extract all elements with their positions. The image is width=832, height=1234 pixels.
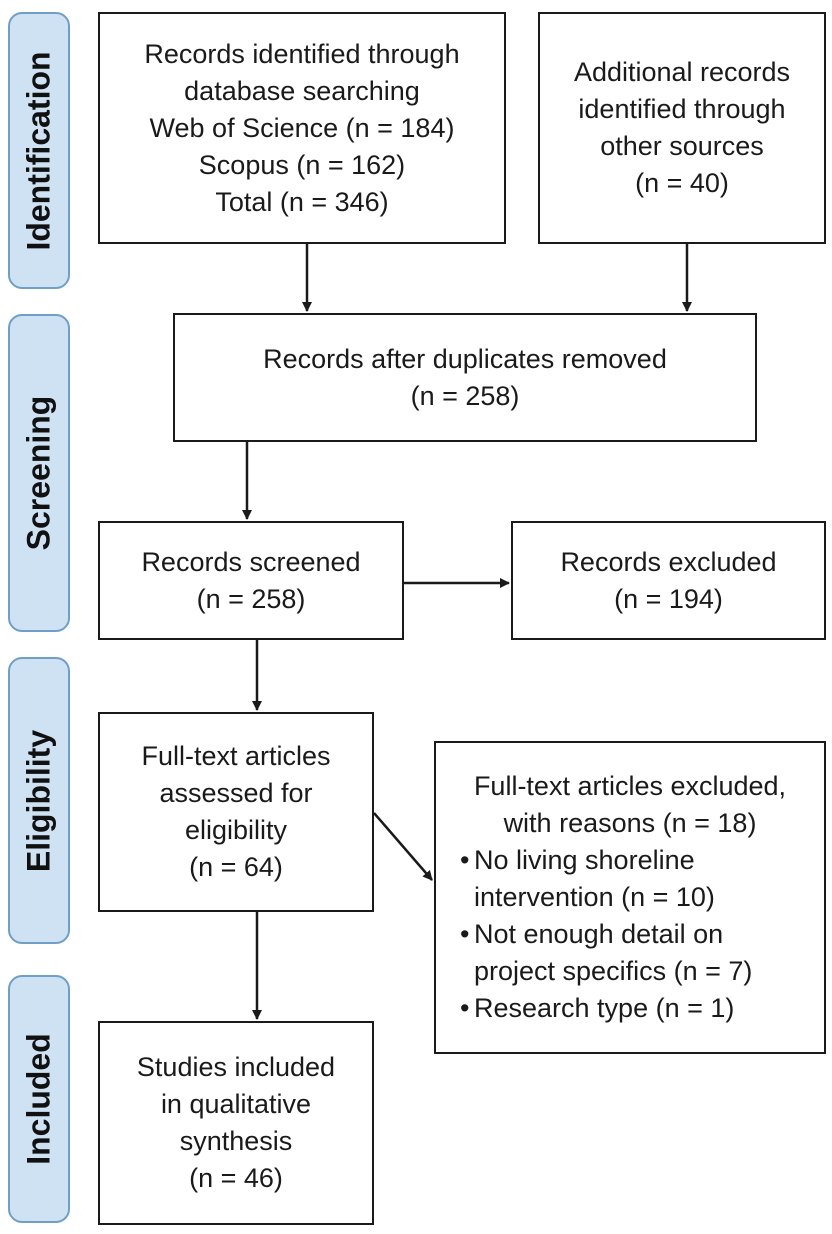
bullet-dot-icon: • <box>460 919 470 949</box>
box-fulltext-assessed: Full-text articles assessed for eligibil… <box>98 712 374 912</box>
bullet-dot-icon: • <box>460 993 470 1023</box>
bullet-dot-icon: • <box>460 845 470 875</box>
box-records-screened: Records screened (n = 258) <box>98 521 404 640</box>
box-fx-header-2: with reasons (n = 18) <box>503 808 757 838</box>
box-fx-bullet-3a: •Research type (n = 1) <box>460 990 734 1027</box>
phase-included: Included <box>8 975 70 1223</box>
box-fx-header-1: Full-text articles excluded, <box>473 771 787 801</box>
bullet-2-line-2: project specifics (n = 7) <box>474 956 753 986</box>
box-fulltext-line-2: assessed for <box>159 778 313 808</box>
phase-identification: Identification <box>8 12 70 289</box>
box-fulltext-line-1: Full-text articles <box>141 741 331 771</box>
box-screened-line-1: Records screened <box>141 546 361 577</box>
box-included-line-1: Studies included <box>136 1052 336 1082</box>
box-fulltext-line-3: eligibility <box>184 815 288 845</box>
box-database-line-2: database searching <box>184 75 420 106</box>
box-fulltext-excluded: Full-text articles excluded, with reason… <box>434 741 826 1054</box>
box-additional-line-4: (n = 40) <box>635 168 729 198</box>
box-fx-bullet-1b: intervention (n = 10) <box>460 879 715 916</box>
bullet-3-line-1: Research type (n = 1) <box>474 993 735 1023</box>
box-fulltext-line-4: (n = 64) <box>189 852 283 882</box>
box-excluded-line-2: (n = 194) <box>614 583 723 614</box>
box-database-line-4: Scopus (n = 162) <box>198 149 406 180</box>
bullet-2-line-1: Not enough detail on <box>474 919 724 949</box>
box-fx-bullet-2b: project specifics (n = 7) <box>460 953 752 990</box>
box-duplicates-removed: Records after duplicates removed (n = 25… <box>173 313 757 442</box>
box-database-line-1: Records identified through <box>144 38 460 69</box>
box-database-line-5: Total (n = 346) <box>215 186 389 217</box>
box-duplicates-line-1: Records after duplicates removed <box>263 343 667 374</box>
box-additional-line-3: other sources <box>600 131 764 161</box>
box-included-line-2: in qualitative <box>160 1089 312 1119</box>
box-additional-records: Additional records identified through ot… <box>538 12 826 244</box>
box-included-line-3: synthesis <box>179 1126 293 1156</box>
box-database-records: Records identified through database sear… <box>98 12 506 244</box>
box-additional-line-2: identified through <box>578 94 786 124</box>
box-screened-line-2: (n = 258) <box>196 583 306 614</box>
box-records-excluded: Records excluded (n = 194) <box>511 521 826 640</box>
arrow-fulltext-to-excluded <box>373 812 433 881</box>
box-excluded-line-1: Records excluded <box>560 546 777 577</box>
phase-screening: Screening <box>8 314 70 632</box>
box-studies-included: Studies included in qualitative synthesi… <box>98 1021 374 1225</box>
box-additional-line-1: Additional records <box>573 57 791 87</box>
phase-eligibility: Eligibility <box>8 657 70 944</box>
bullet-1-line-1: No living shoreline <box>474 845 695 875</box>
box-included-line-4: (n = 46) <box>189 1163 283 1193</box>
box-fx-bullet-2a: •Not enough detail on <box>460 916 723 953</box>
box-database-line-3: Web of Science (n = 184) <box>149 112 455 143</box>
box-duplicates-line-2: (n = 258) <box>410 380 520 411</box>
bullet-1-line-2: intervention (n = 10) <box>474 882 715 912</box>
box-fx-bullet-1a: •No living shoreline <box>460 842 695 879</box>
